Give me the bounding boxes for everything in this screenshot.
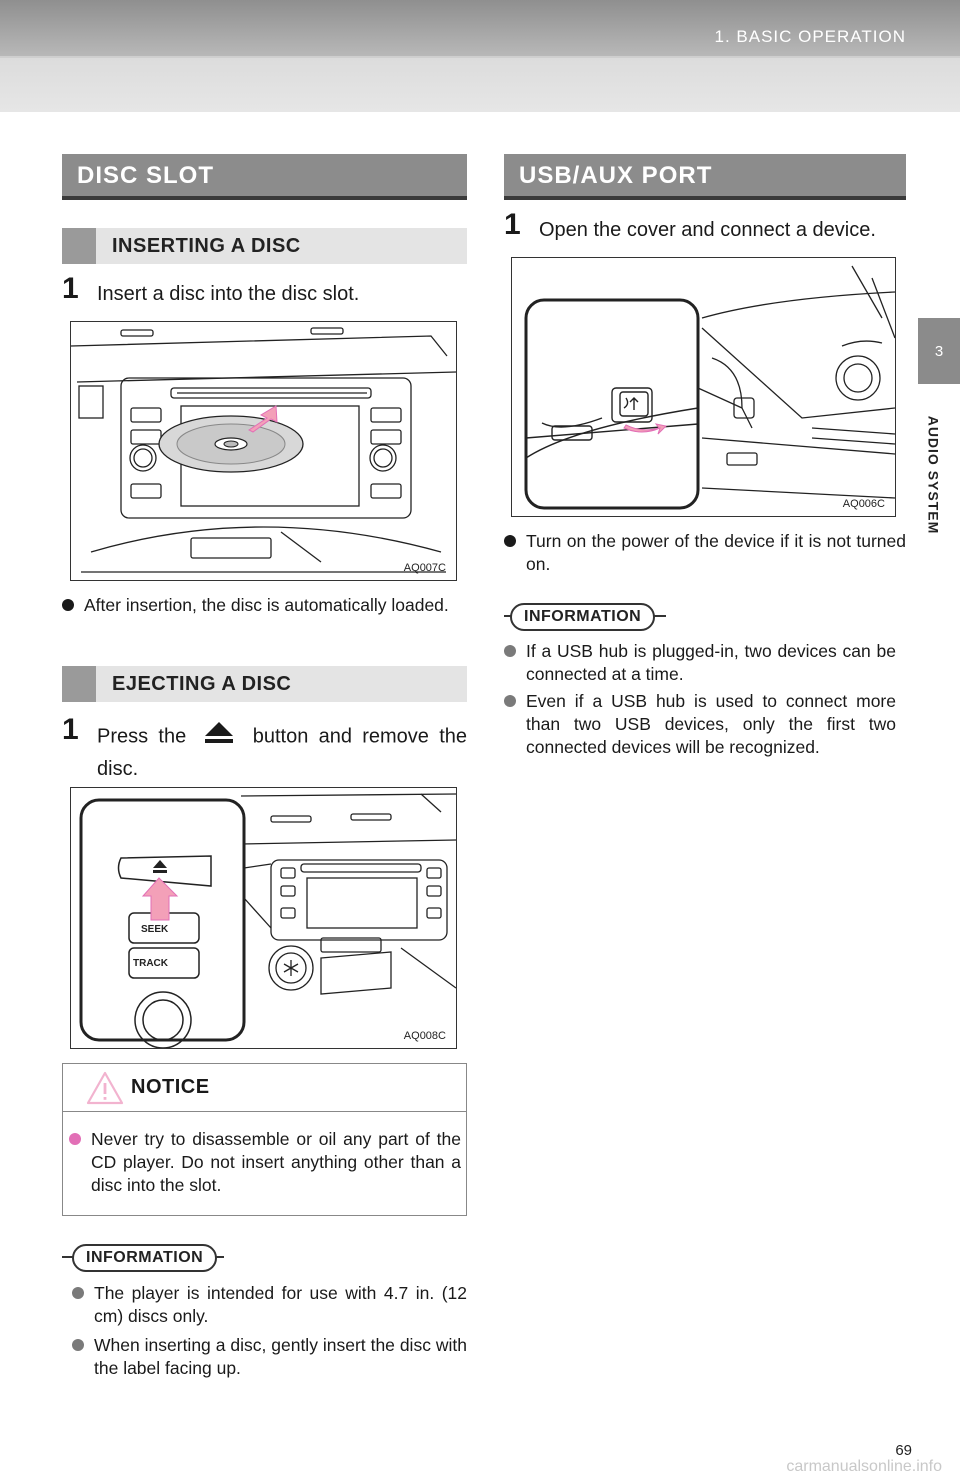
figure-insert-disc: AQ007C <box>70 321 457 581</box>
figure-eject-disc: SEEK TRACK AQ008C <box>70 787 457 1049</box>
step-number: 1 <box>62 713 79 746</box>
step-text: Insert a disc into the disc slot. <box>97 283 360 305</box>
step-connect-device: 1 Open the cover and connect a device. <box>504 209 906 246</box>
eject-disc-illustration: SEEK TRACK <box>79 793 456 1048</box>
notice-item: Never try to disassemble or oil any part… <box>69 1128 461 1197</box>
information-label-left: INFORMATION <box>72 1244 218 1272</box>
notice-title: NOTICE <box>131 1076 210 1098</box>
page-number: 69 <box>895 1442 912 1459</box>
insert-disc-illustration <box>71 327 456 573</box>
seek-label: SEEK <box>141 924 169 935</box>
chapter-title: 1. BASIC OPERATION <box>714 27 906 46</box>
section-title-usb-aux: USB/AUX PORT <box>504 154 906 200</box>
warning-triangle-icon <box>85 1070 125 1111</box>
info-item-label-up: When inserting a disc, gently insert the… <box>72 1334 467 1380</box>
figure-usb-port: AQ006C <box>511 257 896 517</box>
step-text: Open the cover and connect a device. <box>539 219 876 241</box>
eject-icon <box>202 720 236 754</box>
step-number: 1 <box>62 272 79 305</box>
section-title-disc-slot: DISC SLOT <box>62 154 467 200</box>
side-tab-label: AUDIO SYSTEM <box>925 415 942 535</box>
notice-box: NOTICE Never try to disassemble or oil a… <box>62 1063 467 1216</box>
information-label-right: INFORMATION <box>510 603 656 631</box>
bullet-auto-load: After insertion, the disc is automatical… <box>62 594 467 617</box>
info-item-disc-size: The player is intended for use with 4.7 … <box>72 1282 467 1328</box>
usb-port-illustration <box>524 265 895 510</box>
step-insert-disc: 1 Insert a disc into the disc slot. <box>62 273 467 310</box>
watermark: carmanualsonline.info <box>786 1458 942 1475</box>
subheading-inserting-disc: INSERTING A DISC <box>62 228 467 264</box>
track-label: TRACK <box>133 958 169 969</box>
step-eject-disc: 1 Press the button and remove the disc. <box>62 713 467 780</box>
info-item-usb-hub: If a USB hub is plugged-in, two devices … <box>504 640 896 686</box>
side-tab-number[interactable]: 3 <box>918 318 960 384</box>
figure-code: AQ006C <box>842 498 885 510</box>
figure-code: AQ007C <box>403 562 446 574</box>
info-item-two-devices: Even if a USB hub is used to connect mor… <box>504 690 896 759</box>
bullet-power-on: Turn on the power of the device if it is… <box>504 530 906 576</box>
figure-code: AQ008C <box>403 1030 446 1042</box>
step-number: 1 <box>504 208 521 241</box>
page-header-band <box>0 0 960 112</box>
subheading-ejecting-disc: EJECTING A DISC <box>62 666 467 702</box>
